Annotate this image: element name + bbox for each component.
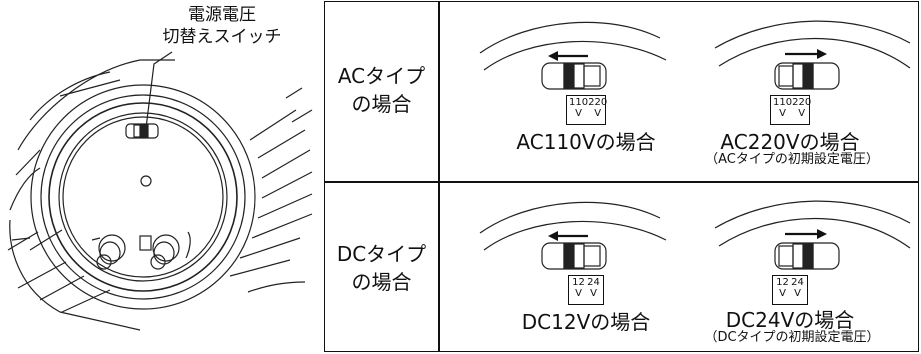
- callout-line-2: 切替えスイッチ: [162, 27, 282, 47]
- ac220-voltage-220-unit: V: [798, 108, 806, 119]
- device-illustration: 電源電圧 切替えスイッチ: [0, 0, 323, 354]
- row-label-ac-line1: ACタイプ: [337, 64, 426, 88]
- ac220-voltage-220: 220 V: [792, 97, 811, 123]
- table-column-divider: [438, 1, 440, 352]
- dc12-voltage-label: 12 V 24 V: [568, 275, 604, 305]
- row-label-ac: ACタイプ の場合: [326, 62, 437, 118]
- dc24-voltage-12: 12 V: [776, 277, 789, 303]
- dc12-voltage-24-unit: V: [590, 288, 597, 299]
- ac220-voltage-110-value: 110: [773, 97, 793, 108]
- dc24-caption: DC24Vの場合: [725, 308, 855, 332]
- ac110-voltage-220-unit: V: [594, 108, 602, 119]
- dc24-voltage-24: 24 V: [791, 277, 804, 303]
- ac110-switch-diagram: [479, 21, 667, 90]
- ac110-voltage-110-value: 110: [569, 97, 589, 108]
- ac220-voltage-110-unit: V: [779, 108, 786, 119]
- ac110-voltage-220-value: 220: [588, 97, 608, 108]
- dc24-voltage-12-unit: V: [779, 288, 786, 299]
- dc24-switch-diagram: [714, 200, 911, 270]
- ac110-caption: AC110Vの場合: [516, 130, 656, 154]
- ac220-switch-diagram: [714, 20, 911, 90]
- voltage-table: [324, 1, 919, 352]
- ac110-voltage-110: 110 V: [569, 97, 588, 123]
- table-row-divider: [324, 181, 919, 183]
- dc24-voltage-24-unit: V: [794, 288, 801, 299]
- ac220-caption: AC220Vの場合: [720, 130, 860, 154]
- dc24-voltage-24-value: 24: [791, 277, 804, 288]
- ac220-voltage-label: 110 V 220 V: [770, 95, 811, 125]
- ac110-voltage-220: 220 V: [588, 97, 607, 123]
- row-label-ac-line2: の場合: [351, 92, 412, 116]
- dc12-caption: DC12Vの場合: [521, 310, 651, 334]
- ac220-voltage-220-value: 220: [792, 97, 812, 108]
- ac220-voltage-110: 110 V: [773, 97, 792, 123]
- dc24-voltage-12-value: 12: [776, 277, 789, 288]
- dc12-voltage-24: 24 V: [587, 277, 600, 303]
- dc12-voltage-12: 12 V: [572, 277, 585, 303]
- ac110-voltage-label: 110 V 220 V: [566, 95, 607, 125]
- dc24-voltage-label: 12 V 24 V: [772, 275, 808, 305]
- dc12-voltage-12-unit: V: [575, 288, 582, 299]
- row-label-dc: DCタイプ の場合: [326, 240, 437, 296]
- ac110-voltage-110-unit: V: [575, 108, 582, 119]
- dc12-switch-diagram: [479, 201, 667, 270]
- dc12-voltage-12-value: 12: [572, 277, 585, 288]
- row-label-dc-line2: の場合: [351, 270, 412, 294]
- device-drawing: [7, 51, 313, 331]
- dc12-voltage-24-value: 24: [587, 277, 600, 288]
- dc24-note: （DCタイプの初期設定電圧）: [704, 330, 880, 345]
- ac220-note: （ACタイプの初期設定電圧）: [705, 152, 879, 167]
- switch-callout: 電源電圧 切替えスイッチ: [142, 4, 302, 48]
- row-label-dc-line1: DCタイプ: [336, 242, 427, 266]
- callout-line-1: 電源電圧: [188, 5, 256, 25]
